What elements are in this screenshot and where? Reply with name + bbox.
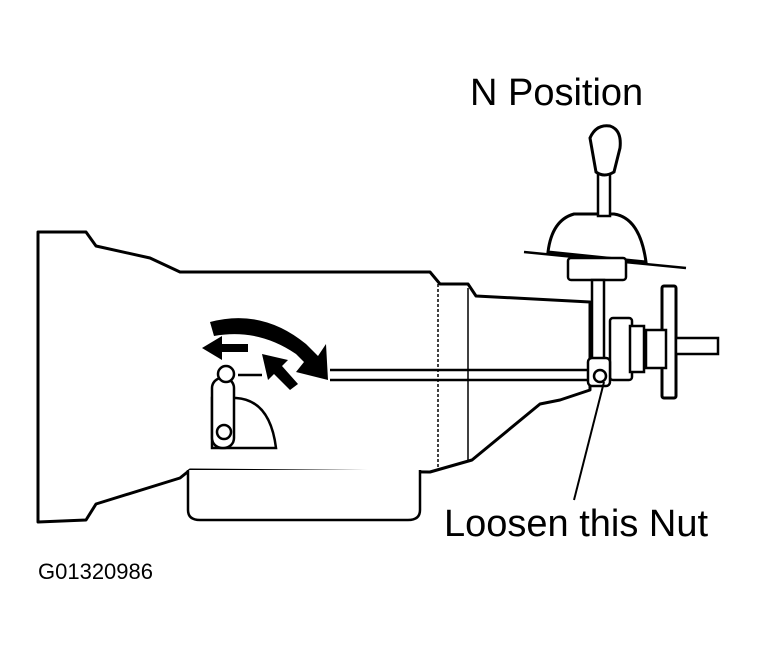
figure-code: G01320986	[38, 559, 153, 584]
manual-lever-pivot	[215, 423, 233, 441]
shift-knob	[588, 124, 622, 177]
output-hub	[644, 328, 668, 370]
shift-boot	[546, 212, 648, 264]
output-housing	[608, 316, 634, 382]
adjust-nut	[592, 368, 608, 384]
curved-arrow-icon	[210, 318, 328, 380]
oil-pan	[186, 470, 422, 522]
n-position-label: N Position	[470, 72, 644, 114]
transmission-case	[36, 230, 592, 524]
shift-rod	[590, 278, 606, 366]
loosen-nut-label: Loosen this Nut	[444, 503, 709, 545]
output-shaft	[674, 336, 720, 356]
left-arrow-icon	[202, 336, 248, 360]
shift-base	[566, 256, 628, 282]
diagonal-arrow-icon	[262, 354, 298, 390]
output-collar	[628, 324, 646, 374]
nut-leader-line	[573, 381, 605, 501]
manual-lever-top	[216, 364, 236, 384]
